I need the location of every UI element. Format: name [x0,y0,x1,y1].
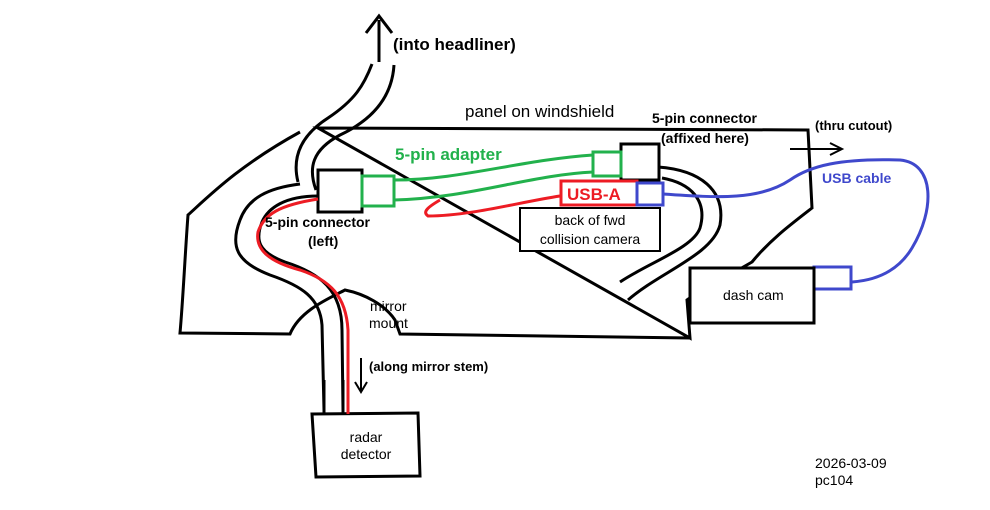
adapter-label: 5-pin adapter [395,145,502,164]
power-cable-red [256,179,639,414]
mirror-label-1: mirror [370,298,407,314]
right-connector-label-1: 5-pin connector [652,110,758,126]
thru-cutout-label: (thru cutout) [815,118,892,133]
harness-duct [234,63,396,411]
usb-a-label: USB-A [567,185,621,204]
camera-label-2: collision camera [540,231,641,247]
five-pin-connector-left [316,168,364,214]
mirror-label-2: mount [369,315,408,331]
right-arrow-icon [790,142,845,156]
along-mirror-stem-label: (along mirror stem) [369,359,488,374]
down-arrow-icon [354,358,368,394]
five-pin-connector-right [619,142,661,182]
right-connector-label-2: (affixed here) [661,130,749,146]
up-arrow-icon [364,13,394,62]
author-label: pc104 [815,472,853,488]
date-label: 2026-03-09 [815,455,887,471]
usb-cable-label: USB cable [822,170,891,186]
camera-label-1: back of fwd [555,212,626,228]
radar-cables-end [322,380,350,414]
dash-cam-label: dash cam [723,287,784,303]
radar-label-1: radar [350,429,383,445]
right-duct [619,165,723,302]
left-connector-label-1: 5-pin connector [265,214,371,230]
radar-label-2: detector [341,446,392,462]
dash-cam-box [688,266,816,325]
five-pin-adapter-cable [360,150,623,208]
radar-detector-box [310,411,422,479]
camera-box [519,207,661,252]
usb-cable-blue [635,158,930,291]
panel-label: panel on windshield [465,102,614,121]
into-headliner-label: (into headliner) [393,35,516,54]
left-connector-label-2: (left) [308,233,338,249]
